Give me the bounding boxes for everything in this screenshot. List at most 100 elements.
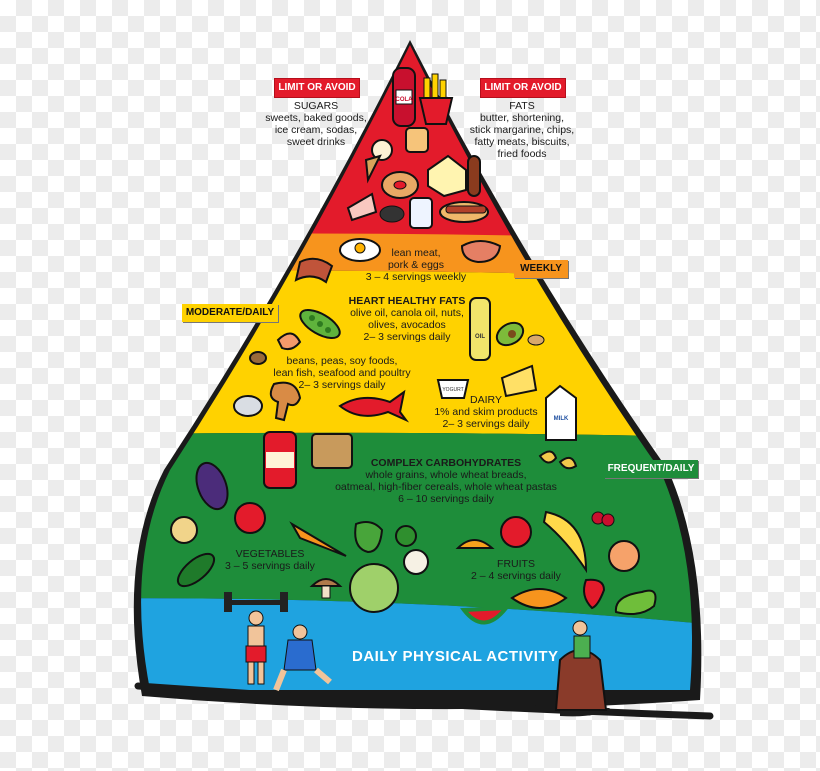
- drink-glass-icon: [409, 197, 433, 229]
- hot-dog-icon: [439, 201, 489, 223]
- fish-icon: [338, 389, 410, 423]
- physical-activity-label: DAILY PHYSICAL ACTIVITY: [352, 648, 559, 665]
- strawberry-icon: [583, 578, 606, 610]
- soda-label: COLA: [396, 97, 414, 103]
- beans-line-3: 2– 3 servings daily: [298, 379, 386, 391]
- milk-label: MILK: [554, 416, 569, 422]
- cabbage-icon: [349, 563, 399, 613]
- weightlifter-figure: [224, 592, 288, 685]
- chicken-leg-icon: [269, 381, 302, 422]
- fats-limit-tag: LIMIT OR AVOID: [480, 78, 566, 98]
- carbs-line-2: oatmeal, high-fiber cereals, whole wheat…: [335, 481, 557, 493]
- pepper-icon: [354, 521, 384, 554]
- fats-line-2: stick margarine, chips,: [469, 124, 575, 136]
- vegetables-label: VEGETABLES 3 – 5 servings daily: [214, 548, 326, 572]
- mushroom-icon: [309, 578, 343, 599]
- dairy-title: DAIRY: [470, 394, 502, 406]
- sugars-title: SUGARS: [293, 100, 339, 112]
- sugars-line-2: ice cream, sodas,: [274, 124, 358, 136]
- banana-icon: [542, 510, 588, 574]
- yogurt-icon: YOGURT: [436, 379, 470, 399]
- cake-icon: [346, 192, 378, 222]
- heart-fats-title: HEART HEALTHY FATS: [348, 295, 466, 307]
- frequent-daily-tag: FREQUENT/DAILY: [604, 460, 698, 478]
- orange-slice-icon: [455, 539, 495, 549]
- fats-line-1: butter, shortening,: [479, 112, 565, 124]
- carbs-line-1: whole grains, whole wheat breads,: [365, 469, 527, 481]
- carbs-line-3: 6 – 10 servings daily: [398, 493, 494, 505]
- cherries-icon: [591, 511, 615, 527]
- dairy-label: DAIRY 1% and skim products 2– 3 servings…: [424, 394, 548, 430]
- shrimp-icon: [276, 332, 302, 351]
- ground-line: [134, 682, 714, 720]
- meat-line-3: 3 – 4 servings weekly: [365, 271, 467, 283]
- bread-icon: [311, 433, 353, 469]
- fruits-title: FRUITS: [497, 558, 535, 570]
- peas-pod-icon: [299, 309, 341, 339]
- moderate-daily-tag: MODERATE/DAILY: [182, 304, 278, 322]
- carbs-label: COMPLEX CARBOHYDRATES whole grains, whol…: [326, 457, 566, 505]
- fats-title: FATS: [509, 100, 535, 112]
- meat-label: lean meat, pork & eggs 3 – 4 servings we…: [356, 247, 476, 283]
- heart-fats-label: HEART HEALTHY FATS olive oil, canola oil…: [332, 295, 482, 343]
- dairy-line-2: 2– 3 servings daily: [442, 418, 530, 430]
- cucumber-icon: [176, 552, 216, 588]
- fruits-line-1: 2 – 4 servings daily: [471, 570, 561, 582]
- onion-icon: [170, 516, 198, 544]
- eggplant-icon: [195, 461, 229, 511]
- fats-label: FATS butter, shortening, stick margarine…: [456, 100, 588, 160]
- cantaloupe-icon: [510, 588, 568, 609]
- meat-line-2: pork & eggs: [387, 259, 445, 271]
- milk-carton-icon: MILK: [545, 384, 577, 441]
- carbs-title: COMPLEX CARBOHYDRATES: [370, 457, 522, 469]
- stair-climber-figure: [554, 620, 608, 711]
- weekly-tag: WEEKLY: [514, 260, 568, 278]
- apple-icon: [500, 516, 532, 548]
- butter-icon: [427, 154, 467, 198]
- fats-line-4: fried foods: [497, 148, 547, 160]
- oil-bottle-icon: OIL: [469, 297, 491, 361]
- sugars-line-3: sweet drinks: [286, 136, 346, 148]
- pear-icon: [614, 589, 657, 615]
- fruits-label: FRUITS 2 – 4 servings daily: [466, 558, 566, 582]
- meat-line-1: lean meat,: [391, 247, 441, 259]
- sugars-label: SUGARS sweets, baked goods, ice cream, s…: [252, 100, 380, 148]
- yogurt-label: YOGURT: [442, 387, 463, 393]
- heart-fats-line-2: olives, avocados: [368, 319, 446, 331]
- beans-line-2: lean fish, seafood and poultry: [273, 367, 411, 379]
- broccoli-icon: [395, 525, 417, 547]
- biscuit-icon: [379, 205, 405, 223]
- egg-icon: [339, 238, 381, 262]
- fries-icon: [418, 73, 454, 125]
- dairy-line-1: 1% and skim products: [434, 406, 538, 418]
- tuna-can-icon: [233, 395, 263, 417]
- avocado-icon: [495, 321, 525, 347]
- chips-icon: [405, 127, 429, 153]
- heart-fats-line-3: 2– 3 servings daily: [363, 331, 451, 343]
- vegetables-title: VEGETABLES: [235, 548, 305, 560]
- steak-icon: [460, 240, 502, 264]
- peach-icon: [608, 540, 640, 572]
- watermelon-icon: [460, 605, 511, 625]
- cauliflower-icon: [403, 549, 429, 575]
- cheese-icon: [500, 364, 538, 398]
- nuts-icon: [527, 334, 545, 346]
- sugars-limit-tag: LIMIT OR AVOID: [274, 78, 360, 98]
- beans-label: beans, peas, soy foods, lean fish, seafo…: [262, 355, 422, 391]
- donut-icon: [381, 171, 419, 199]
- sausage-icon: [467, 155, 481, 197]
- carrot-icon: [289, 521, 347, 557]
- ice-cream-icon: [364, 139, 393, 184]
- beans-icon: [249, 351, 267, 365]
- oil-label: OIL: [475, 334, 485, 340]
- fats-line-3: fatty meats, biscuits,: [474, 136, 570, 148]
- beans-line-1: beans, peas, soy foods,: [286, 355, 398, 367]
- pasta-icon: [538, 450, 578, 470]
- tier-blue: [141, 598, 693, 690]
- vegetables-line-1: 3 – 5 servings daily: [225, 560, 315, 572]
- heart-fats-line-1: olive oil, canola oil, nuts,: [350, 307, 464, 319]
- soda-bottle-icon: COLA: [392, 67, 416, 127]
- tomato-icon: [234, 502, 266, 534]
- bacon-icon: [294, 257, 334, 284]
